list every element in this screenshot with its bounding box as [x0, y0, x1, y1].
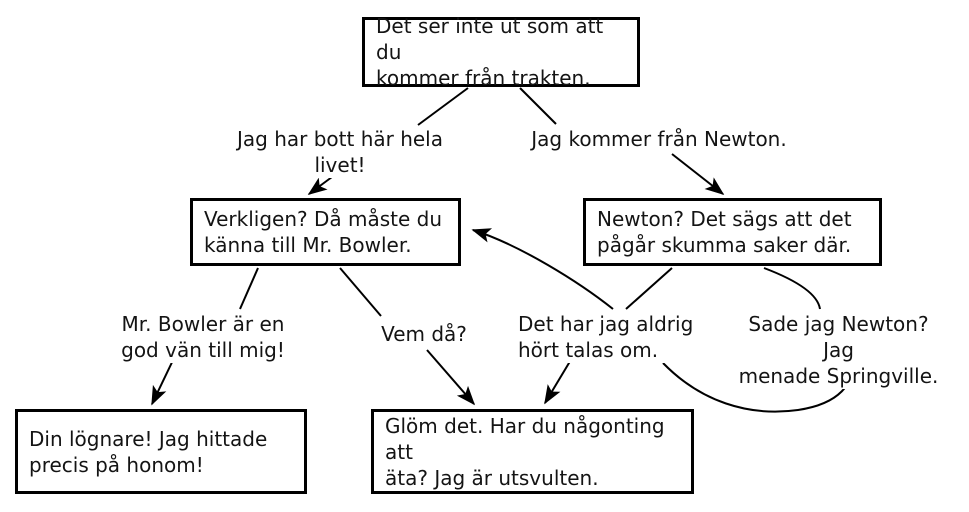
node-din-lognare[interactable]: Din lögnare! Jag hittade precis på honom… [15, 409, 307, 494]
edge-label-bott-har-hela-livet[interactable]: Jag har bott här hela livet! [207, 126, 473, 178]
node-newton-skumma[interactable]: Newton? Det sägs att det pågår skumma sa… [583, 198, 882, 266]
edge-label-bowler-god-van[interactable]: Mr. Bowler är en god vän till mig! [118, 311, 288, 363]
edge-newton-to-food [544, 267, 673, 405]
edge-bowler-to-food [339, 267, 476, 406]
node-glom-det-text: Glöm det. Har du någonting att äta? Jag … [385, 413, 665, 490]
node-root-text: Det ser inte ut som att du kommer från t… [376, 14, 604, 90]
node-verkligen-bowler-text: Verkligen? Då måste du känna till Mr. Bo… [204, 207, 443, 257]
edge-label-aldrig-hort-talas-om[interactable]: Det har jag aldrig hört talas om. [516, 311, 699, 363]
edge-label-menade-springville[interactable]: Sade jag Newton? Jag menade Springville. [730, 311, 947, 389]
edge-root-to-newton [519, 87, 725, 195]
node-verkligen-bowler[interactable]: Verkligen? Då måste du känna till Mr. Bo… [190, 198, 461, 266]
node-newton-skumma-text: Newton? Det sägs att det pågår skumma sa… [597, 207, 852, 257]
node-din-lognare-text: Din lögnare! Jag hittade precis på honom… [29, 426, 268, 477]
node-root[interactable]: Det ser inte ut som att du kommer från t… [362, 14, 640, 90]
node-glom-det[interactable]: Glöm det. Har du någonting att äta? Jag … [371, 409, 694, 494]
edge-label-vem-da[interactable]: Vem då? [379, 321, 469, 347]
edge-label-kommer-fran-newton[interactable]: Jag kommer från Newton. [529, 126, 789, 152]
edge-bowler-to-liar [151, 267, 259, 406]
